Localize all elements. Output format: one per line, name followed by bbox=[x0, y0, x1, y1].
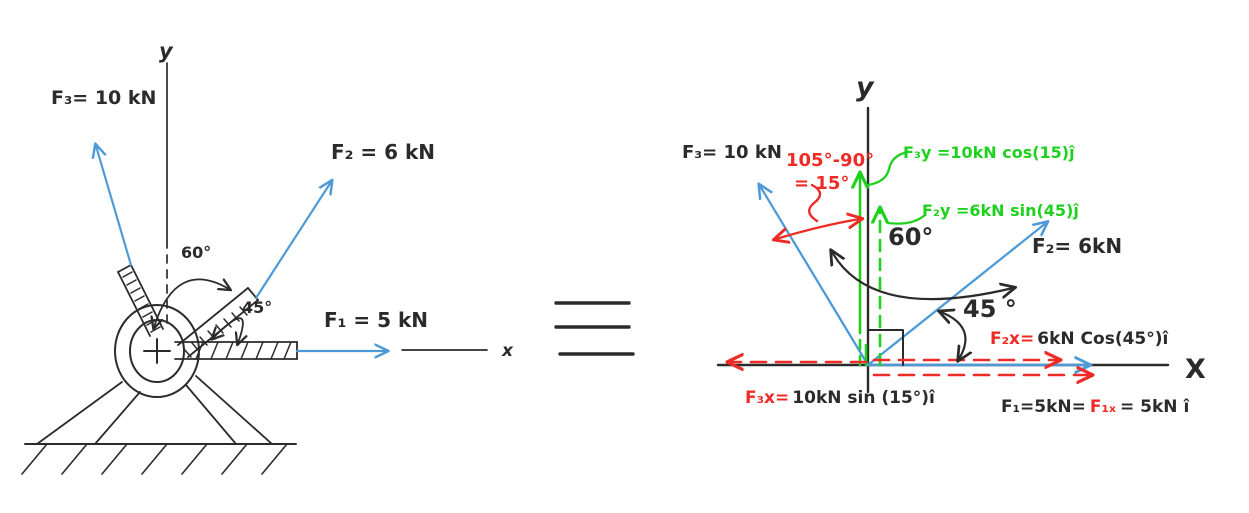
left-force-arrow-f2 bbox=[254, 182, 331, 300]
equivalence-symbol bbox=[554, 301, 635, 356]
red-angle-calc-line2: = 15° bbox=[794, 173, 849, 194]
left-angle-45-label: 45° bbox=[242, 298, 272, 317]
red-angle-calc-line1: 105°-90° bbox=[786, 150, 874, 171]
left-force-arrow-f3 bbox=[96, 146, 133, 267]
label-f2x: F₂x=6kN Cos(45°)î bbox=[990, 329, 1170, 349]
label-f2x-prefix: F₂x= bbox=[990, 329, 1034, 349]
left-label-f2: F₂ = 6 kN bbox=[331, 140, 435, 164]
label-f2x-expression: 6kN Cos(45°)î bbox=[1037, 329, 1169, 349]
right-y-axis-label: y bbox=[856, 72, 875, 103]
left-angle-60-label: 60° bbox=[181, 243, 211, 262]
support-stand bbox=[21, 375, 297, 475]
green-leader-f2y bbox=[886, 213, 927, 225]
red-components bbox=[730, 183, 1090, 375]
left-label-f3: F₃= 10 kN bbox=[51, 87, 156, 109]
right-label-f2: F₂= 6kN bbox=[1032, 234, 1122, 258]
left-diagram: y x bbox=[21, 39, 514, 475]
label-f1x-prefix: F₁=5kN= bbox=[1001, 397, 1086, 417]
left-angle-60: 60° bbox=[154, 243, 229, 327]
red-angle-15-arc bbox=[776, 219, 860, 239]
label-f1x-highlight: F₁ₓ bbox=[1090, 397, 1116, 417]
right-label-f3: F₃= 10 kN bbox=[682, 142, 782, 163]
right-diagram: y X bbox=[682, 72, 1206, 417]
green-leader-f3y bbox=[866, 150, 910, 187]
label-f1x: F₁=5kN=F₁ₓ= 5kN î bbox=[1001, 397, 1190, 417]
label-f3x: F₃x=10kN sin (15°)î bbox=[745, 388, 936, 408]
left-y-axis-label: y bbox=[159, 39, 174, 63]
green-label-f3y: F₃y =10kN cos(15)ĵ bbox=[903, 143, 1075, 162]
green-label-f2y: F₂y =6kN sin(45)ĵ bbox=[922, 201, 1079, 220]
right-angle-45: 45 ° bbox=[941, 295, 1017, 359]
label-f3x-prefix: F₃x= bbox=[745, 388, 789, 408]
right-angle-marker bbox=[867, 329, 904, 366]
label-f3x-expression: 10kN sin (15°)î bbox=[792, 388, 936, 408]
left-x-axis-label: x bbox=[501, 341, 514, 361]
right-angle-60: 60° bbox=[832, 223, 1013, 301]
red-squiggle-leader bbox=[808, 183, 822, 223]
right-x-axis-label: X bbox=[1185, 354, 1206, 385]
label-f1x-expression: = 5kN î bbox=[1120, 397, 1190, 417]
left-label-f1: F₁ = 5 kN bbox=[324, 308, 428, 332]
right-angle-60-label: 60° bbox=[888, 223, 933, 251]
right-angle-45-label: 45 ° bbox=[963, 295, 1017, 323]
left-angle-45: 45° bbox=[213, 298, 272, 343]
